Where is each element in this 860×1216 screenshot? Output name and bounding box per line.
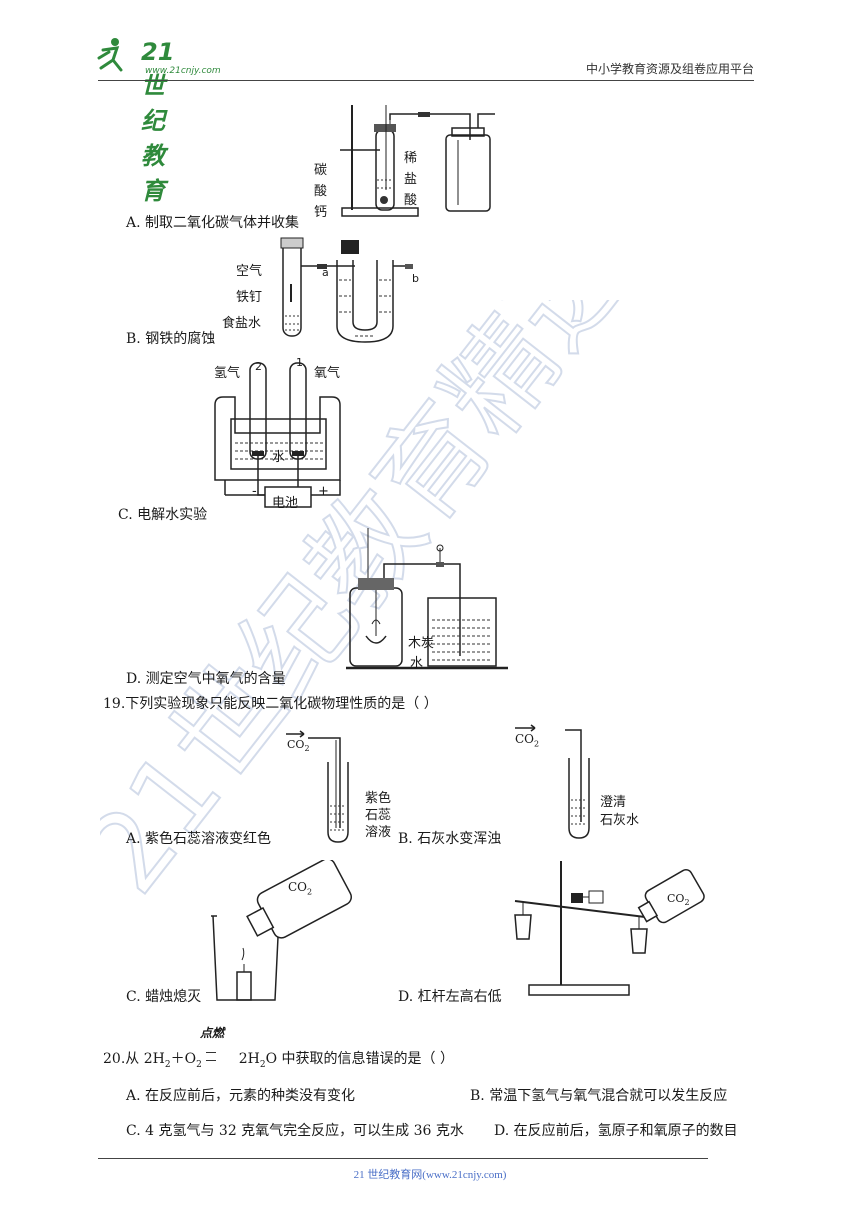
figure-iron-corrosion <box>280 237 413 343</box>
battery-minus: - <box>252 484 257 499</box>
figure-oxygen-content <box>346 528 508 670</box>
footer-divider <box>98 1158 708 1159</box>
q19-stem: 19.下列实验现象只能反映二氧化碳物理性质的是（ ） <box>103 696 438 712</box>
figure-limewater <box>515 724 590 839</box>
q18-option-c: C. 电解水实验 <box>118 507 208 523</box>
header-divider <box>98 80 754 81</box>
logo-text: 21世纪教育 <box>141 38 175 205</box>
figure-co2-production <box>340 105 495 217</box>
brine-label: 食盐水 <box>222 316 262 331</box>
charcoal-label: 木炭 <box>408 636 435 651</box>
header-platform-text: 中小学教育资源及组卷应用平台 <box>585 62 754 76</box>
limewater-label: 澄清石灰水 <box>600 795 640 828</box>
co2-label-a: CO2 <box>287 738 310 754</box>
battery-label: 电池 <box>272 496 299 511</box>
reaction-condition: 点燃 <box>200 1026 225 1040</box>
co2-label-d: CO2 <box>667 892 690 908</box>
logo-url: www.21cnjy.com <box>145 66 221 76</box>
water-label: 水 <box>272 450 286 465</box>
co2-label-b: CO2 <box>515 732 540 749</box>
equation-bar-bottom <box>206 1060 216 1061</box>
runner-icon <box>97 38 123 72</box>
co2-label-c: CO2 <box>288 880 313 897</box>
q19-option-a: A. 紫色石蕊溶液变红色 <box>126 831 272 847</box>
q19-option-d: D. 杠杆左高右低 <box>398 989 502 1005</box>
q18-option-d: D. 测定空气中氧气的含量 <box>126 671 286 687</box>
water-label-d: 水 <box>410 656 424 671</box>
hcl-label: 稀盐酸 <box>404 151 418 208</box>
litmus-label: 紫色石蕊溶液 <box>365 791 392 840</box>
battery-plus: + <box>318 484 329 499</box>
q18-option-b: B. 钢铁的腐蚀 <box>126 331 216 347</box>
iron-nail-label: 铁钉 <box>236 290 263 305</box>
q20-option-b: B. 常温下氢气与氧气混合就可以发生反应 <box>470 1088 728 1104</box>
figure-lever <box>514 861 705 996</box>
hydrogen-label: 氢气 <box>214 366 241 381</box>
tube-number-2: 2 <box>255 360 262 373</box>
carbonate-label: 碳酸钙 <box>314 163 328 220</box>
air-label: 空气 <box>236 264 263 279</box>
tube-label-a: a <box>322 266 329 279</box>
q20-stem: 20.从 2H2＋O2 2H2O 中获取的信息错误的是（ ） <box>103 1051 454 1070</box>
q18-option-a: A. 制取二氧化碳气体并收集 <box>126 215 300 231</box>
q19-option-b: B. 石灰水变浑浊 <box>398 831 502 847</box>
figure-candle <box>211 860 352 1001</box>
q20-option-a: A. 在反应前后，元素的种类没有变化 <box>126 1088 356 1104</box>
tube-label-b: b <box>412 272 419 285</box>
q20-option-c: C. 4 克氢气与 32 克氧气完全反应，可以生成 36 克水 <box>126 1123 464 1139</box>
q20-option-d: D. 在反应前后，氢原子和氧原子的数目 <box>494 1123 738 1139</box>
tube-number-1: 1 <box>296 356 303 369</box>
q19-option-c: C. 蜡烛熄灭 <box>126 989 202 1005</box>
equation-bar-top <box>206 1052 216 1053</box>
oxygen-label: 氧气 <box>314 366 341 381</box>
figure-water-electrolysis <box>214 362 341 508</box>
footer-text: 21 世纪教育网(www.21cnjy.com) <box>353 1169 507 1181</box>
figure-litmus <box>286 730 349 843</box>
